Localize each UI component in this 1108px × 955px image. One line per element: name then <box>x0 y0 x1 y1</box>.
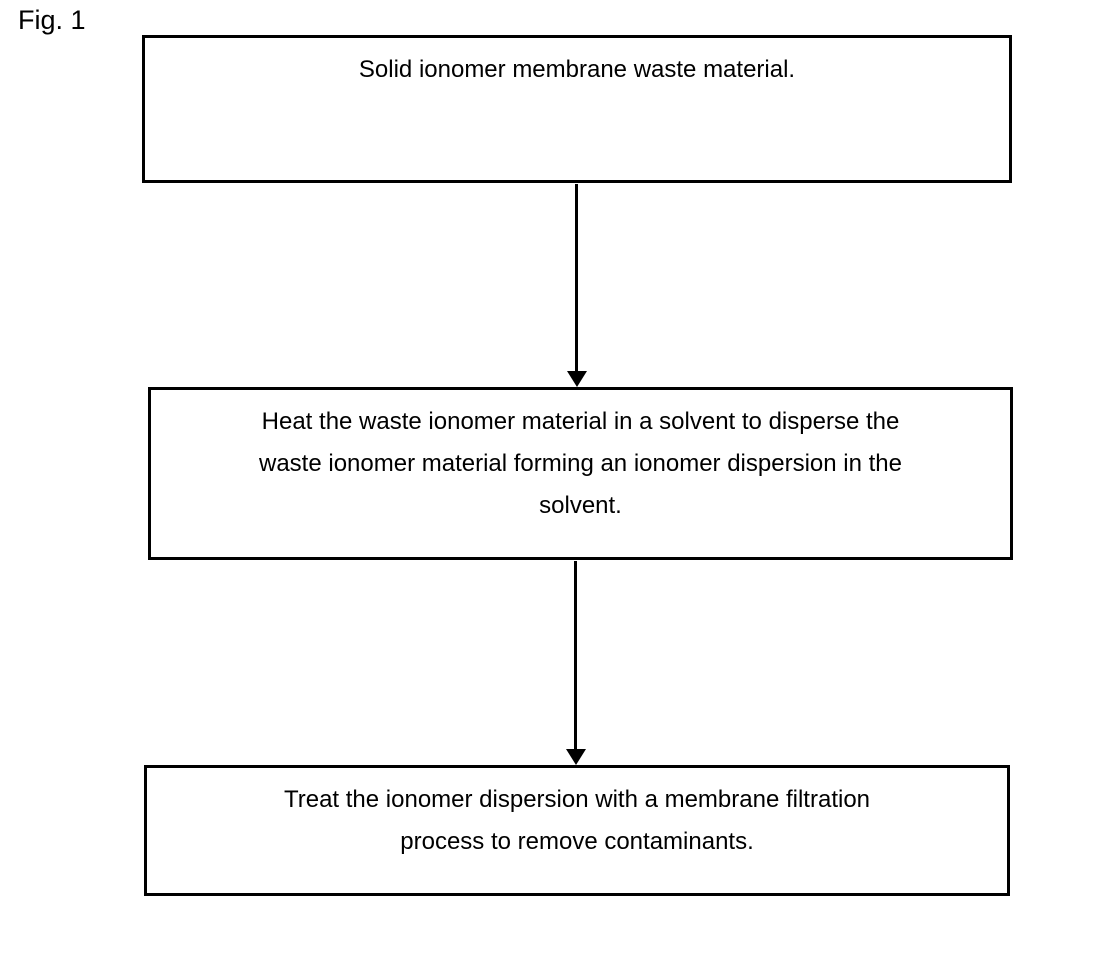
flow-step-heat-disperse: Heat the waste ionomer material in a sol… <box>148 387 1013 560</box>
arrow-down-icon <box>566 749 586 765</box>
flow-step-solid-waste: Solid ionomer membrane waste material. <box>142 35 1012 183</box>
flow-step-text-line: Treat the ionomer dispersion with a memb… <box>283 786 871 813</box>
arrow-shaft <box>574 561 577 751</box>
flow-step-text-line: process to remove contaminants. <box>400 828 754 855</box>
flow-step-text-line: solvent. <box>539 492 622 519</box>
flow-step-text-line: Heat the waste ionomer material in a sol… <box>261 408 900 435</box>
flow-step-membrane-filtration: Treat the ionomer dispersion with a memb… <box>144 765 1010 896</box>
figure-label: Fig. 1 <box>18 5 86 35</box>
flow-step-text-line: Solid ionomer membrane waste material. <box>358 56 796 83</box>
arrow-shaft <box>575 184 578 373</box>
arrow-down-1 <box>567 184 587 387</box>
arrow-down-2 <box>566 561 586 765</box>
flow-step-text-line: waste ionomer material forming an ionome… <box>259 450 902 477</box>
arrow-down-icon <box>567 371 587 387</box>
